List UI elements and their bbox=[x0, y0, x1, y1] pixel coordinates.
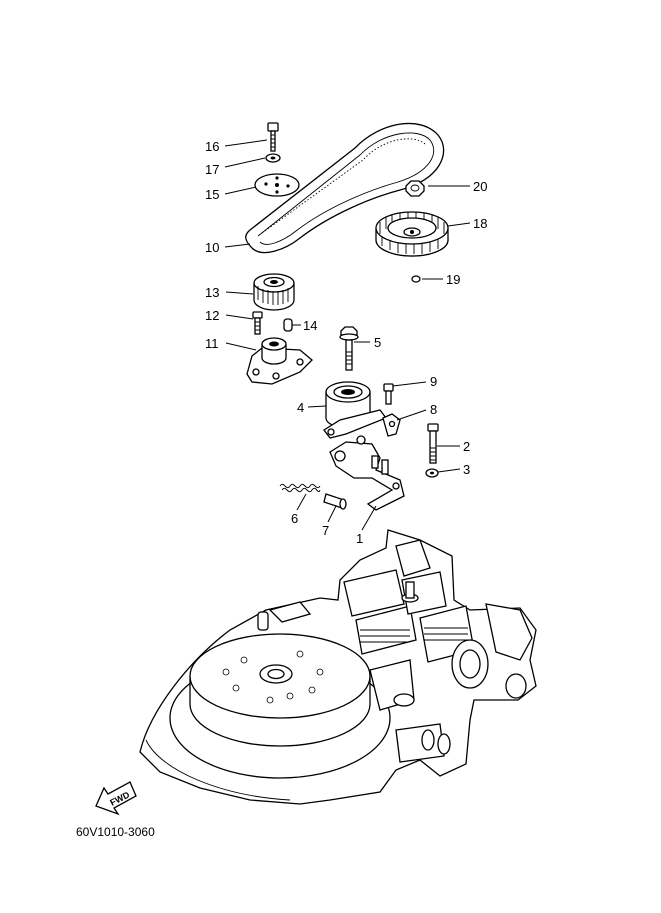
callout-17: 17 bbox=[205, 162, 219, 177]
diagram-reference-code: 60V1010-3060 bbox=[76, 825, 155, 839]
fwd-arrow: FWD bbox=[95, 781, 137, 816]
callout-14: 14 bbox=[303, 318, 317, 333]
callout-numbers: 16 17 15 10 20 18 19 13 12 14 11 5 9 4 8… bbox=[205, 139, 487, 546]
callout-16: 16 bbox=[205, 139, 219, 154]
callout-4: 4 bbox=[297, 400, 304, 415]
drive-pulley-13 bbox=[253, 273, 295, 311]
callout-6: 6 bbox=[291, 511, 298, 526]
leader-lines bbox=[224, 139, 471, 531]
callout-10: 10 bbox=[205, 240, 219, 255]
callout-7: 7 bbox=[322, 523, 329, 538]
callout-20: 20 bbox=[473, 179, 487, 194]
pin-19 bbox=[411, 275, 421, 283]
washer-3 bbox=[425, 468, 439, 478]
pulley-plate-15 bbox=[254, 173, 300, 197]
bracket-11 bbox=[246, 337, 313, 385]
callout-11: 11 bbox=[205, 336, 219, 351]
callout-8: 8 bbox=[430, 402, 437, 417]
driven-pulley-18 bbox=[375, 211, 449, 257]
callout-3: 3 bbox=[463, 462, 470, 477]
callout-12: 12 bbox=[205, 308, 219, 323]
callout-9: 9 bbox=[430, 374, 437, 389]
bolt-5 bbox=[339, 326, 359, 371]
nut-20 bbox=[405, 180, 425, 197]
callout-13: 13 bbox=[205, 285, 219, 300]
bolt-2 bbox=[427, 423, 439, 464]
timing-belt bbox=[245, 122, 445, 254]
dowel-pin-14 bbox=[283, 318, 293, 332]
engine-powerhead bbox=[139, 529, 537, 805]
callout-15: 15 bbox=[205, 187, 219, 202]
callout-18: 18 bbox=[473, 216, 487, 231]
callout-5: 5 bbox=[374, 335, 381, 350]
tensioner-4 bbox=[323, 381, 388, 439]
tensioner-lever-1 bbox=[329, 435, 405, 511]
plate-8 bbox=[382, 413, 401, 437]
bolt-12 bbox=[252, 311, 263, 335]
collar-7 bbox=[323, 493, 347, 510]
callout-1: 1 bbox=[356, 531, 363, 546]
bolt-16 bbox=[267, 122, 279, 152]
spring-6 bbox=[279, 483, 321, 493]
callout-19: 19 bbox=[446, 272, 460, 287]
washer-17 bbox=[265, 153, 281, 163]
callout-2: 2 bbox=[463, 439, 470, 454]
bolt-9 bbox=[383, 383, 394, 405]
